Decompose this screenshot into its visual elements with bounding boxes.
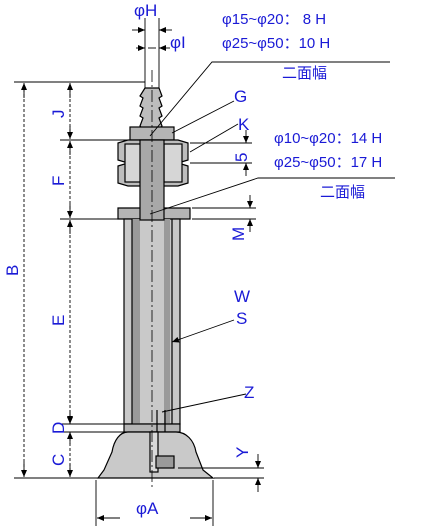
part-W: W [234, 287, 250, 306]
dim-B: B [3, 265, 22, 276]
part-S: S [236, 309, 247, 328]
note-mid-flat: 二面幅 [320, 184, 365, 201]
dim-phiH: φH [134, 1, 157, 20]
dim-5: 5 [232, 153, 251, 162]
dim-C: C [49, 454, 68, 466]
note-mid-line2: φ25~φ50：17 H [274, 154, 382, 171]
dimension-lines [14, 18, 395, 526]
labels: φH φI φ15~φ20： 8 H φ25~φ50：10 H 二面幅 G K … [3, 1, 382, 518]
note-top-line1: φ15~φ20： 8 H [222, 11, 326, 28]
dim-D: D [49, 422, 68, 434]
part-K: K [238, 115, 250, 134]
dim-M: M [229, 227, 248, 241]
dim-phiA: φA [136, 499, 159, 518]
note-mid-line1: φ10~φ20：14 H [274, 130, 382, 147]
part-Z: Z [244, 383, 254, 402]
part-G: G [234, 87, 247, 106]
dim-Y: Y [233, 447, 252, 458]
note-top-flat: 二面幅 [282, 65, 327, 82]
dim-J: J [49, 110, 68, 119]
dim-E: E [49, 315, 68, 326]
dim-phiI: φI [170, 33, 186, 52]
note-top-line2: φ25~φ50：10 H [222, 35, 330, 52]
pad-assembly [96, 87, 215, 479]
dim-F: F [49, 176, 68, 186]
